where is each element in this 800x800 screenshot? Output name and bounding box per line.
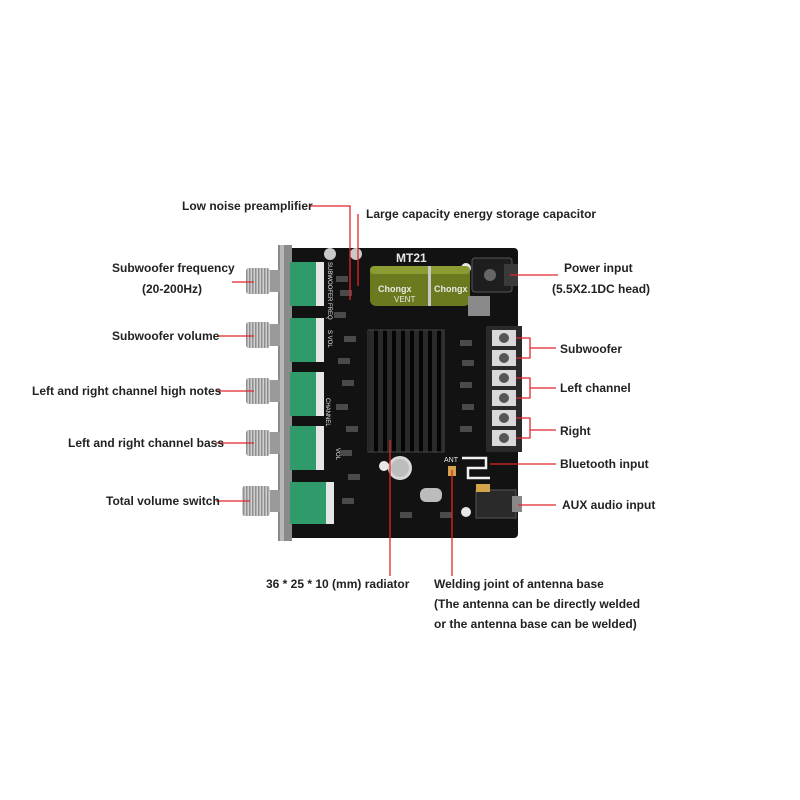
label-sub-volume: Subwoofer volume <box>112 329 220 343</box>
aux-jack <box>475 484 522 519</box>
mounting-hole <box>461 507 471 517</box>
leader-right <box>516 417 556 439</box>
knob-subwoofer-volume[interactable] <box>246 322 280 348</box>
silk-channel: CHANNEL <box>324 398 330 427</box>
label-sub-freq-line1: Subwoofer frequency <box>112 261 235 275</box>
silk-vol: VOL <box>334 448 340 461</box>
knob-bass[interactable] <box>246 430 280 456</box>
small-capacitor <box>388 456 412 480</box>
energy-storage-capacitor: Chongx Chongx VENT <box>370 266 470 306</box>
label-right-channel: Right <box>560 424 591 438</box>
silk-subwoofer-freq: SUBWOOFER FREQ <box>326 262 332 320</box>
capacitor-brand: Chongx <box>378 284 412 294</box>
label-radiator: 36 * 25 * 10 (mm) radiator <box>266 577 410 591</box>
silk-subwoofer-vol: S VOL <box>326 330 332 348</box>
smd-components <box>324 248 474 518</box>
label-power-line1: Power input <box>564 261 633 275</box>
leader-left <box>516 377 556 399</box>
pot-bass <box>290 426 324 470</box>
capacitor-brand-2: Chongx <box>434 284 468 294</box>
crystal-oscillator <box>420 488 442 502</box>
board-model-label: MT21 <box>396 251 427 265</box>
leader-preamp <box>310 205 351 300</box>
bluetooth-antenna-trace <box>462 456 490 480</box>
leader-lines <box>216 205 558 576</box>
knob-subwoofer-frequency[interactable] <box>246 268 280 294</box>
label-capacitor: Large capacity energy storage capacitor <box>366 207 597 221</box>
label-power-line2: (5.5X2.1DC head) <box>552 282 651 296</box>
pot-high-notes <box>290 372 324 416</box>
label-high-notes: Left and right channel high notes <box>32 384 222 398</box>
label-bass: Left and right channel bass <box>68 436 225 450</box>
label-subwoofer-out: Subwoofer <box>560 342 622 356</box>
speaker-terminal-block <box>486 326 522 452</box>
label-antenna-line2: (The antenna can be directly welded <box>434 597 641 611</box>
silk-ant: ANT <box>444 457 459 464</box>
label-sub-freq-line2: (20-200Hz) <box>142 282 203 296</box>
label-preamp: Low noise preamplifier <box>182 199 313 213</box>
pot-subwoofer-volume <box>290 318 324 362</box>
label-total-volume: Total volume switch <box>106 494 220 508</box>
knob-total-volume[interactable] <box>242 486 280 516</box>
heatsink-radiator <box>367 329 445 453</box>
capacitor-series: VENT <box>394 295 415 304</box>
leader-sub-out <box>516 337 556 359</box>
label-bluetooth: Bluetooth input <box>560 457 649 471</box>
pot-total-volume <box>290 482 334 524</box>
label-aux: AUX audio input <box>562 498 656 512</box>
mounting-hole <box>379 461 389 471</box>
knob-high-notes[interactable] <box>246 378 280 404</box>
label-left-channel: Left channel <box>560 381 631 395</box>
label-antenna-line1: Welding joint of antenna base <box>434 577 604 591</box>
pot-subwoofer-frequency <box>290 262 324 306</box>
label-antenna-line3: or the antenna base can be welded) <box>434 617 637 631</box>
